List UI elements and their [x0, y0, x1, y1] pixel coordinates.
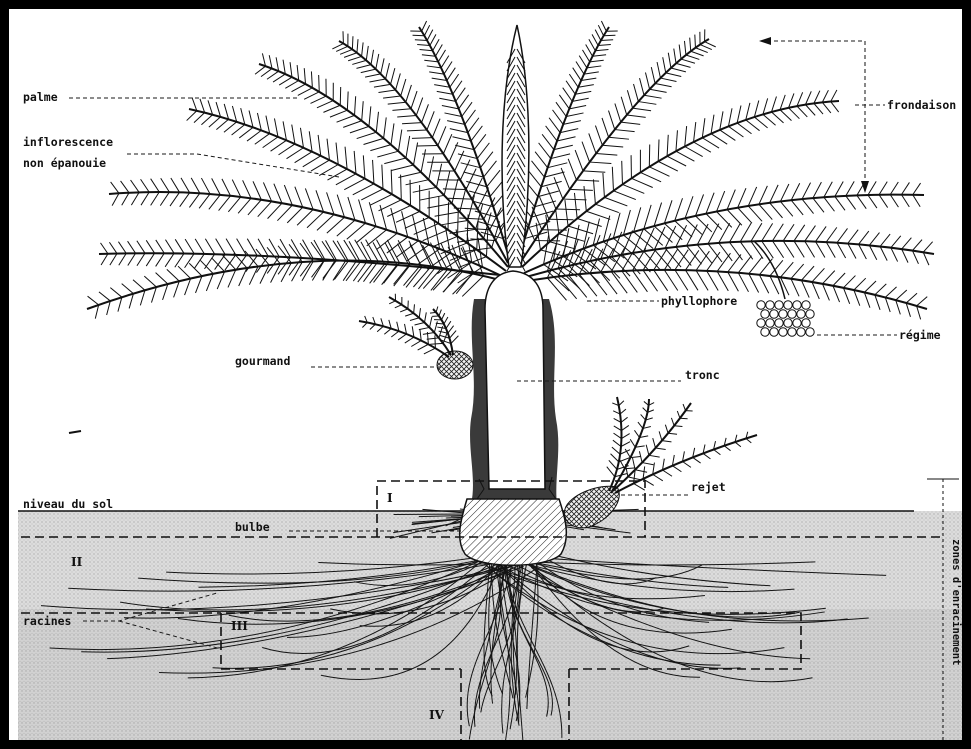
label-tronc: tronc — [685, 368, 720, 382]
gourmand-sucker — [359, 294, 473, 379]
label-inflorescence: inflorescence — [23, 135, 113, 149]
label-zones-enracinement: zones d'enracinement — [950, 539, 962, 665]
zone-II-label: II — [71, 555, 83, 569]
zone-I-label: I — [387, 491, 393, 505]
zone-IV-label: IV — [429, 708, 445, 722]
label-frondaison: frondaison — [887, 98, 956, 112]
label-bulbe: bulbe — [235, 520, 270, 534]
bulb — [460, 499, 567, 565]
label-phyllophore: phyllophore — [661, 294, 737, 308]
label-racines: racines — [23, 614, 71, 628]
trunk — [470, 271, 558, 504]
label-non-epanouie: non épanouie — [23, 156, 106, 170]
label-niveau-du-sol: niveau du sol — [23, 497, 113, 511]
label-palme: palme — [23, 90, 58, 104]
label-gourmand: gourmand — [235, 354, 290, 368]
stray-mark — [69, 431, 81, 433]
rejet-offshoot — [564, 397, 757, 528]
label-rejet: rejet — [691, 480, 726, 494]
label-regime: régime — [899, 328, 941, 342]
palm-tree-diagram: I II III IV palme infloresc — [9, 9, 971, 749]
zone-III-label: III — [231, 619, 248, 633]
